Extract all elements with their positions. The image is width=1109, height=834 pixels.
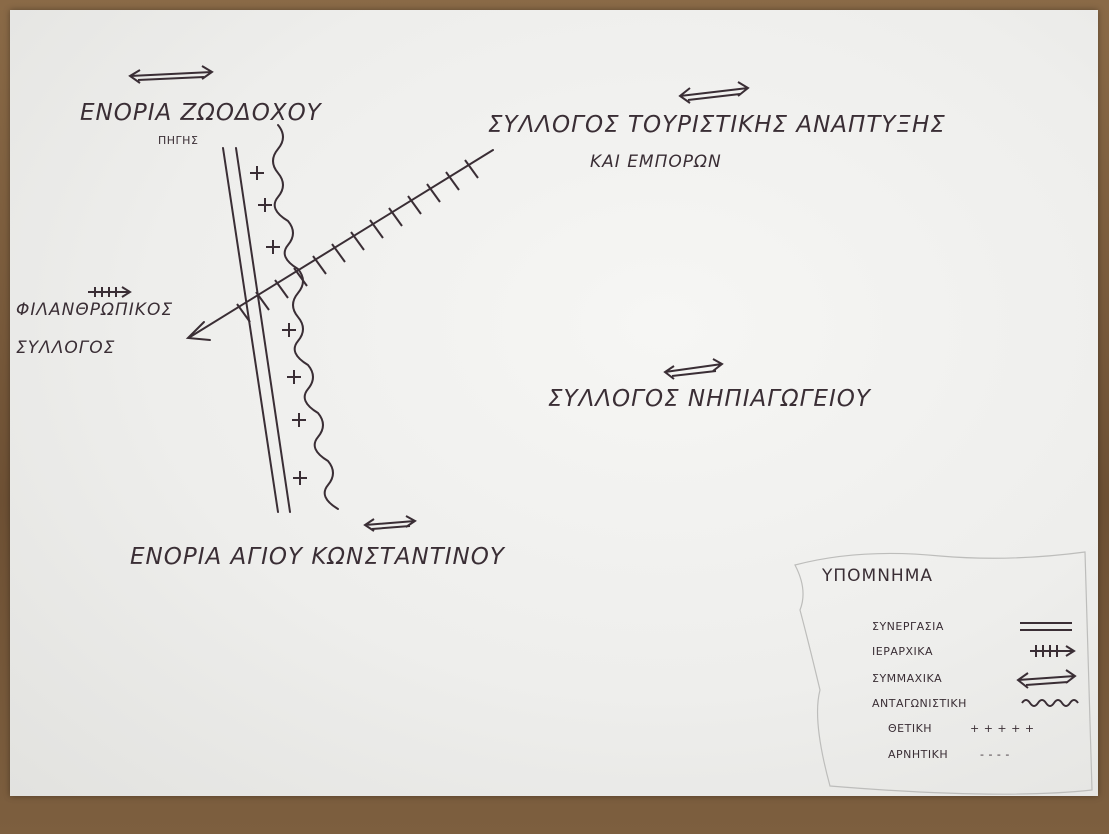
poster-paper [10,10,1098,796]
node-enoria-zoodochou: ΕΝΟΡΙΑ ΖΩΟΔΟΧΟΥ [80,100,322,126]
node-syllogos-touristikis-sub: ΚΑΙ ΕΜΠΟΡΩΝ [590,152,722,172]
legend-item-label: ΙΕΡΑΡΧΙΚΑ [872,645,934,658]
wavy-line [272,124,339,510]
legend-symbol-plus: + + + + + [970,722,1035,735]
node-filanthropikos-sub: ΣΥΛΛΟΓΟΣ [16,338,116,358]
small-hatched-arrow [88,286,132,298]
legend-symbol-dash: - - - - [980,748,1010,761]
legend-border [794,551,1093,795]
double-line-left [222,147,279,513]
node-syllogos-touristikis: ΣΥΛΛΟΓΟΣ ΤΟΥΡΙΣΤΙΚΗΣ ΑΝΑΠΤΥΞΗΣ [488,112,946,138]
legend-item-label: ΑΝΤΑΓΩΝΙΣΤΙΚΗ [872,697,967,710]
double-line-right [235,147,291,513]
hierarchical-hatches [236,159,479,323]
legend-symbols [1016,622,1079,707]
node-syllogos-nipiagogeiou: ΣΥΛΛΟΓΟΣ ΝΗΠΙΑΓΩΓΕΙΟΥ [548,386,871,412]
legend-item-label: ΘΕΤΙΚΗ [888,722,933,735]
hierarchical-line [189,149,494,338]
hierarchical-arrowhead [185,321,211,341]
node-enoria-agiou: ΕΝΟΡΙΑ ΑΓΙΟΥ ΚΩΝΣΤΑΝΤΙΝΟΥ [130,544,505,570]
alliance-double-arrows [128,65,750,532]
positive-plus-signs [250,166,307,485]
legend-item-label: ΣΥΝΕΡΓΑΣΙΑ [872,620,944,633]
legend-title: ΥΠΟΜΝΗΜΑ [822,566,934,586]
node-enoria-zoodochou-sub: ΠΗΓΗΣ [158,134,199,147]
legend-item-label: ΣΥΜΜΑΧΙΚΑ [872,672,943,685]
node-filanthropikos: ΦΙΛΑΝΘΡΩΠΙΚΟΣ [16,300,174,320]
legend-item-label: ΑΡΝΗΤΙΚΗ [888,748,949,761]
